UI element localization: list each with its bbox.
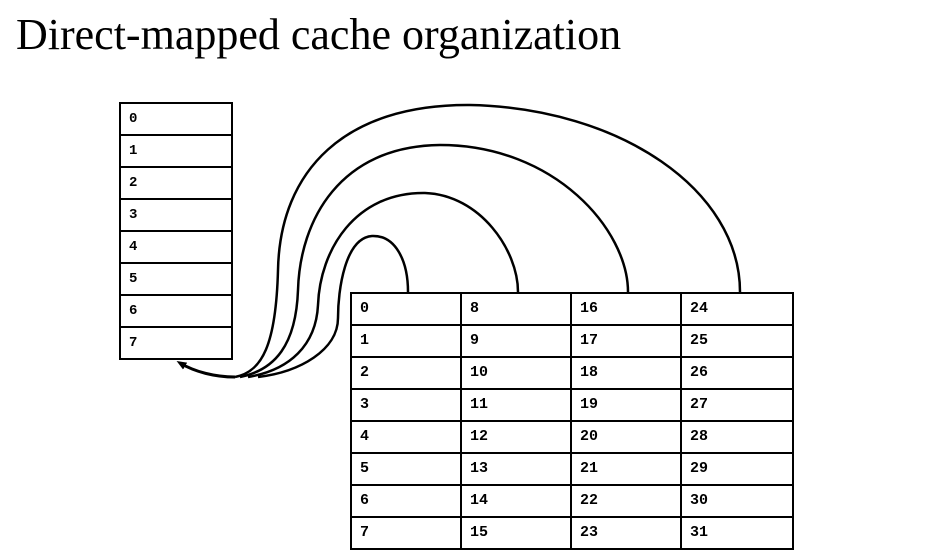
memory-block: 21: [572, 454, 682, 486]
memory-block: 20: [572, 422, 682, 454]
memory-block: 0: [352, 294, 462, 326]
mapping-arc-block-8: [247, 191, 520, 379]
mapping-arc-block-24: [234, 103, 742, 379]
memory-block: 30: [682, 486, 792, 518]
memory-block: 6: [352, 486, 462, 518]
memory-block: 27: [682, 390, 792, 422]
memory-block: 4: [352, 422, 462, 454]
cache-table: 0 1 2 3 4 5 6 7: [119, 102, 233, 360]
memory-block: 10: [462, 358, 572, 390]
memory-block: 19: [572, 390, 682, 422]
mapping-arrow-to-cache-line-7: [176, 360, 236, 379]
memory-block: 25: [682, 326, 792, 358]
memory-block: 9: [462, 326, 572, 358]
memory-block: 26: [682, 358, 792, 390]
memory-block: 16: [572, 294, 682, 326]
cache-line: 7: [129, 335, 138, 351]
cache-line: 5: [121, 264, 231, 296]
memory-block: 15: [462, 518, 572, 548]
page-title: Direct-mapped cache organization: [16, 10, 622, 59]
cache-line: 6: [121, 296, 231, 328]
memory-block: 22: [572, 486, 682, 518]
memory-block: 29: [682, 454, 792, 486]
cache-line: 3: [121, 200, 231, 232]
memory-block: 24: [682, 294, 792, 326]
memory-block: 8: [462, 294, 572, 326]
cache-line: 4: [121, 232, 231, 264]
memory-block: 14: [462, 486, 572, 518]
mapping-arc-block-0: [257, 234, 410, 379]
memory-block: 7: [352, 518, 462, 548]
memory-block: 13: [462, 454, 572, 486]
memory-block: 2: [352, 358, 462, 390]
mapping-arc-block-16: [239, 143, 630, 379]
memory-block: 5: [352, 454, 462, 486]
memory-block: 23: [572, 518, 682, 548]
memory-block: 31: [690, 524, 709, 541]
memory-block: 18: [572, 358, 682, 390]
memory-block: 28: [682, 422, 792, 454]
memory-block: 3: [352, 390, 462, 422]
memory-block: 17: [572, 326, 682, 358]
memory-block: 12: [462, 422, 572, 454]
memory-block: 11: [462, 390, 572, 422]
memory-block: 1: [352, 326, 462, 358]
cache-line: 0: [121, 104, 231, 136]
cache-line: 2: [121, 168, 231, 200]
cache-line: 1: [121, 136, 231, 168]
